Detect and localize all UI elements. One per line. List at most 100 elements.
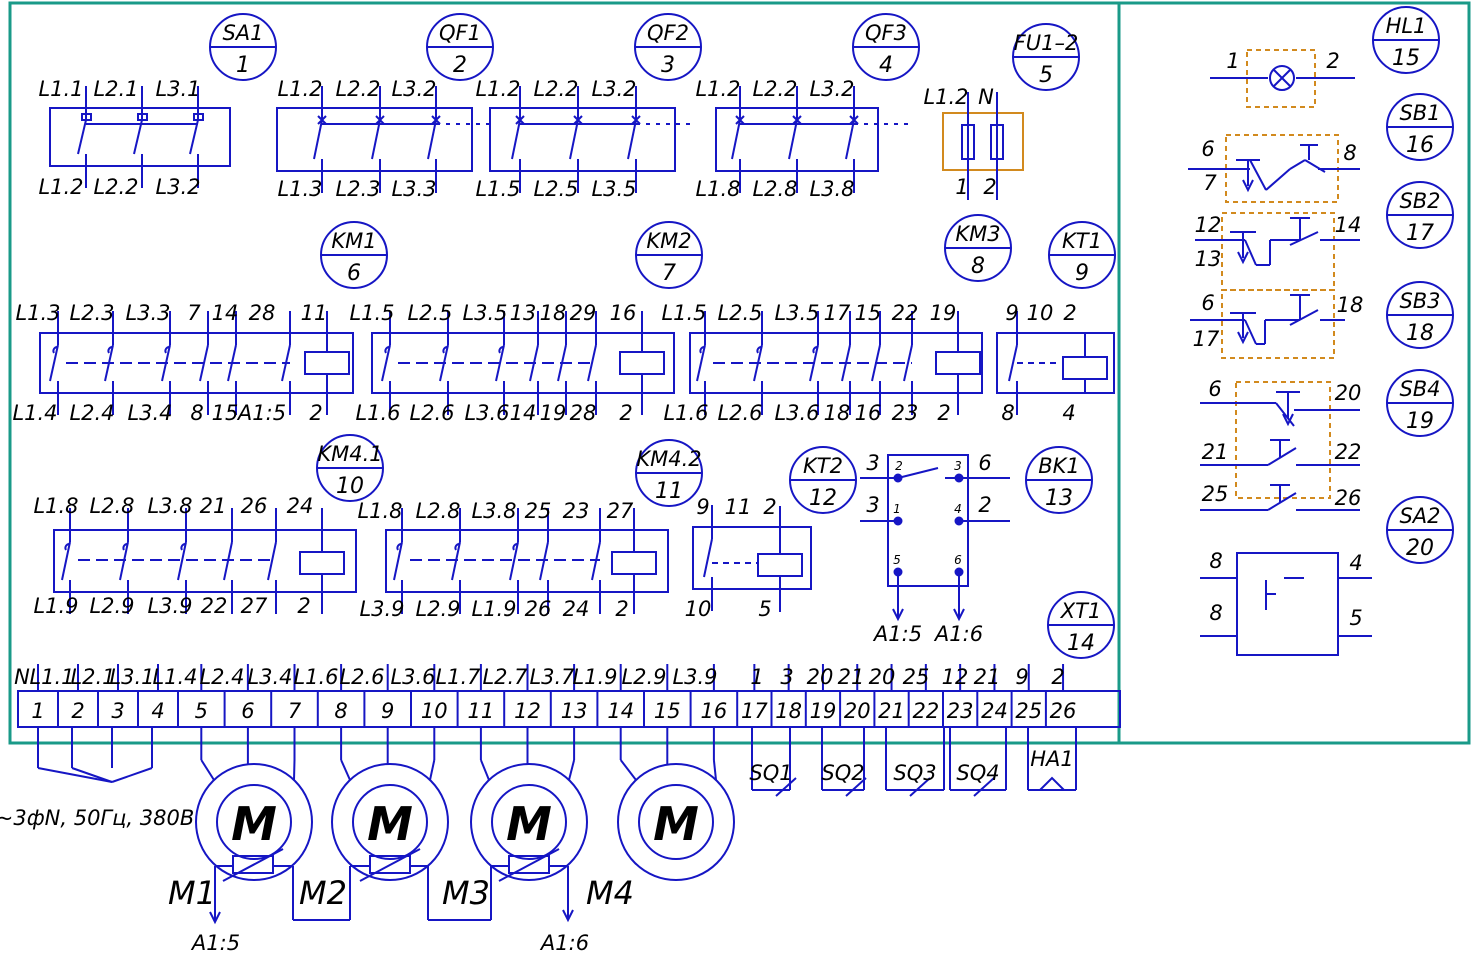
terminal-number: 11	[468, 699, 495, 723]
terminal-label: 24	[287, 494, 314, 518]
motor-rotor	[491, 784, 567, 860]
terminal-label: L1.2	[695, 77, 740, 101]
terminal-label: 2	[619, 401, 632, 425]
terminal-top-label: L1.9	[572, 665, 617, 689]
wire	[1008, 344, 1018, 382]
terminal-number: 17	[741, 699, 768, 723]
wire	[569, 119, 579, 160]
terminal-label: 14	[212, 301, 239, 325]
panel-frames	[8, 1, 1471, 745]
terminal-number: 3	[111, 699, 124, 723]
wire	[133, 119, 143, 155]
position-ref: HL1	[1386, 14, 1427, 38]
terminal-label: L2.1	[93, 77, 138, 101]
terminal-label: L2.8	[89, 494, 134, 518]
terminal-number: 18	[775, 699, 802, 723]
terminal-label: 24	[563, 597, 590, 621]
motor-label: M3	[442, 874, 490, 912]
position-number: 12	[809, 486, 837, 511]
terminal-label: L1.3	[15, 301, 60, 325]
terminal-top-label: L2.7	[482, 665, 528, 689]
wire	[515, 115, 525, 125]
coil	[1062, 356, 1108, 380]
position-ref: BK1	[1038, 454, 1080, 478]
terminal-label: L1.5	[349, 301, 394, 325]
wire	[381, 344, 391, 382]
wire	[788, 119, 798, 160]
terminal-number: 16	[701, 699, 728, 723]
terminal-label: L1.5	[661, 301, 706, 325]
terminal-label: 14	[510, 401, 537, 425]
terminal-top-label: L1.4	[152, 665, 197, 689]
wire	[849, 115, 859, 125]
terminal-label: 4	[1349, 551, 1362, 575]
terminal-label: L3.3	[391, 177, 436, 201]
wire	[267, 541, 277, 581]
terminal-number: 9	[381, 699, 394, 723]
wire	[77, 119, 87, 155]
position-number: 8	[971, 254, 985, 279]
arc-contact	[180, 542, 187, 551]
terminal-number: 26	[1050, 699, 1077, 723]
terminal-label: L2.4	[69, 401, 114, 425]
position-number: 7	[662, 261, 676, 286]
push-arrow	[1237, 251, 1249, 265]
terminal-label: 8	[1209, 601, 1222, 625]
terminal-block	[17, 690, 1121, 728]
wire	[177, 541, 187, 581]
terminal-label: L2.6	[409, 401, 454, 425]
motor-rotor	[216, 784, 292, 860]
wire	[1289, 309, 1319, 326]
terminal-label: L1.5	[475, 177, 520, 201]
terminal-label: L2.5	[717, 301, 762, 325]
thermistor	[508, 855, 550, 874]
wire	[1273, 69, 1291, 87]
wire	[375, 115, 385, 125]
motor-label: M4	[586, 874, 634, 912]
terminal-label: 8	[1343, 141, 1356, 165]
fuse	[990, 124, 1004, 160]
terminal-label: L2.2	[93, 175, 138, 199]
terminal-label: 18	[540, 301, 567, 325]
limit-switch-actuator	[775, 777, 797, 797]
wire	[200, 759, 215, 781]
position-number: 1	[236, 53, 250, 78]
arc-contact	[122, 542, 129, 551]
pin-label: 1	[893, 502, 901, 516]
thermistor-slash	[359, 848, 421, 882]
schematic-labels: SA11QF12QF23QF34FU1–25KM16KM27KM38KT19KM…	[0, 14, 1441, 955]
disconnector-mark	[81, 113, 92, 121]
terminal-label: A1:6	[933, 622, 983, 646]
wire	[631, 115, 641, 125]
terminal-label: 26	[1335, 486, 1362, 510]
position-number: 14	[1067, 631, 1095, 656]
terminal-label: L1.2	[923, 85, 968, 109]
motor-2	[331, 763, 449, 881]
wire	[111, 767, 153, 783]
terminal-label: L3.3	[125, 301, 170, 325]
position-ref: SB1	[1399, 101, 1440, 125]
wire	[340, 759, 351, 781]
wire	[313, 119, 323, 160]
terminal-label: L3.8	[147, 494, 192, 518]
wire	[1267, 492, 1297, 511]
position-ref: KM4.1	[317, 442, 382, 466]
position-number: 3	[661, 53, 675, 78]
wire	[573, 115, 583, 125]
wire	[731, 119, 741, 160]
terminal-label: 2	[978, 493, 991, 517]
terminal-label: 8	[190, 401, 203, 425]
sa1-box	[49, 107, 231, 167]
terminal-label: 13	[510, 301, 537, 325]
arc-contact	[107, 345, 114, 354]
terminal-label: L1.9	[33, 594, 78, 618]
position-ref: QF2	[647, 21, 689, 45]
position-number: 13	[1045, 486, 1073, 511]
wire	[696, 344, 706, 382]
contactor-box	[53, 529, 357, 593]
lamp-icon	[1269, 65, 1295, 91]
terminal-number: 13	[561, 699, 588, 723]
terminal-label: L1.2	[277, 77, 322, 101]
terminal-number: 24	[981, 699, 1008, 723]
